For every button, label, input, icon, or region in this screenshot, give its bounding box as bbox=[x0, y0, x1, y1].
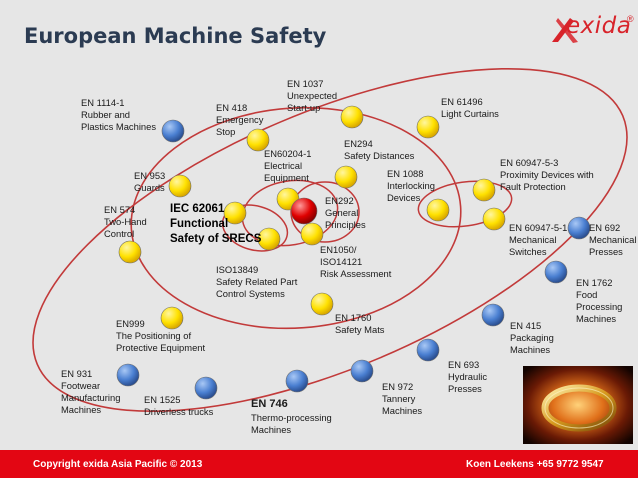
node-center-red[interactable] bbox=[290, 197, 318, 225]
node-en292[interactable] bbox=[300, 222, 324, 246]
label-en1525: EN 1525 Driverless trucks bbox=[144, 394, 214, 417]
node-en746[interactable] bbox=[285, 369, 309, 393]
node-en972[interactable] bbox=[350, 359, 374, 383]
inner-ring-left bbox=[221, 204, 289, 252]
label-en418: EN 418 Emergency Stop bbox=[216, 102, 264, 137]
label-en1037: EN 1037 Unexpected Start-up bbox=[287, 78, 338, 113]
node-en931[interactable] bbox=[116, 363, 140, 387]
node-en294[interactable] bbox=[334, 165, 358, 189]
label-en746-sub: Thermo-processing Machines bbox=[251, 412, 332, 435]
middle-ring bbox=[130, 106, 462, 330]
node-en1114[interactable] bbox=[161, 119, 185, 143]
label-en1050: EN1050/ ISO14121 Risk Assessment bbox=[320, 244, 392, 279]
label-en692: EN 692 Mechanical Presses bbox=[589, 222, 637, 257]
footer-copyright: Copyright exida Asia Pacific © 2013 bbox=[33, 459, 203, 470]
label-en931: EN 931 Footwear Manufacturing Machines bbox=[61, 368, 121, 415]
inner-ring bbox=[241, 179, 339, 247]
node-en1760[interactable] bbox=[310, 292, 334, 316]
page-title: European Machine Safety bbox=[24, 24, 327, 48]
label-en1760: EN 1760 Safety Mats bbox=[335, 312, 385, 335]
footer-contact: Koen Leekens +65 9772 9547 bbox=[466, 459, 604, 470]
node-en415[interactable] bbox=[481, 303, 505, 327]
label-en972: EN 972 Tannery Machines bbox=[382, 381, 423, 416]
label-en292: EN292 General Principles bbox=[325, 195, 366, 230]
label-en415: EN 415 Packaging Machines bbox=[510, 320, 554, 355]
node-en693[interactable] bbox=[416, 338, 440, 362]
label-en60204: EN60204-1 Electrical Equipment bbox=[264, 148, 312, 183]
node-en999[interactable] bbox=[160, 306, 184, 330]
label-en294: EN294 Safety Distances bbox=[344, 138, 415, 161]
label-iso13849: ISO13849 Safety Related Part Control Sys… bbox=[216, 264, 298, 299]
node-en60947-3[interactable] bbox=[472, 178, 496, 202]
node-iso13849[interactable] bbox=[257, 227, 281, 251]
node-iec62061-a[interactable] bbox=[223, 201, 247, 225]
node-en418[interactable] bbox=[246, 128, 270, 152]
label-en746: EN 746 bbox=[251, 398, 288, 410]
label-en60947-1: EN 60947-5-1 Mechanical Switches bbox=[509, 222, 568, 257]
node-en1037[interactable] bbox=[340, 105, 364, 129]
node-en692[interactable] bbox=[567, 216, 591, 240]
label-en60947-3: EN 60947-5-3 Proximity Devices with Faul… bbox=[500, 157, 594, 192]
node-en574[interactable] bbox=[118, 240, 142, 264]
logo-registered-mark: ® bbox=[627, 14, 634, 24]
label-en999: EN999 The Positioning of Protective Equi… bbox=[116, 318, 206, 353]
node-en1525[interactable] bbox=[194, 376, 218, 400]
logo-text: exida bbox=[566, 13, 632, 39]
footer-bar: Copyright exida Asia Pacific © 2013 Koen… bbox=[0, 450, 638, 478]
exida-logo: exida ® bbox=[548, 12, 634, 46]
label-en1762: EN 1762 Food Processing Machines bbox=[576, 277, 623, 324]
node-en60947-1[interactable] bbox=[482, 207, 506, 231]
node-en953[interactable] bbox=[168, 174, 192, 198]
node-en61496[interactable] bbox=[416, 115, 440, 139]
exida-swoosh-icon bbox=[552, 18, 578, 43]
node-en1762[interactable] bbox=[544, 260, 568, 284]
label-en953: EN 953 Guards bbox=[134, 170, 166, 193]
label-en1088: EN 1088 Interlocking Devices bbox=[387, 168, 435, 203]
switches-ring bbox=[417, 180, 513, 228]
label-en574: EN 574 Two-Hand Control bbox=[104, 204, 147, 239]
label-en1114: EN 1114-1 Rubber and Plastics Machines bbox=[81, 97, 157, 132]
label-en693: EN 693 Hydraulic Presses bbox=[448, 359, 488, 394]
label-en61496: EN 61496 Light Curtains bbox=[441, 96, 499, 119]
node-en1088[interactable] bbox=[426, 198, 450, 222]
golden-ring-icon bbox=[523, 366, 633, 444]
label-iec62061: IEC 62061 Functional Safety of SRECS bbox=[170, 203, 262, 245]
